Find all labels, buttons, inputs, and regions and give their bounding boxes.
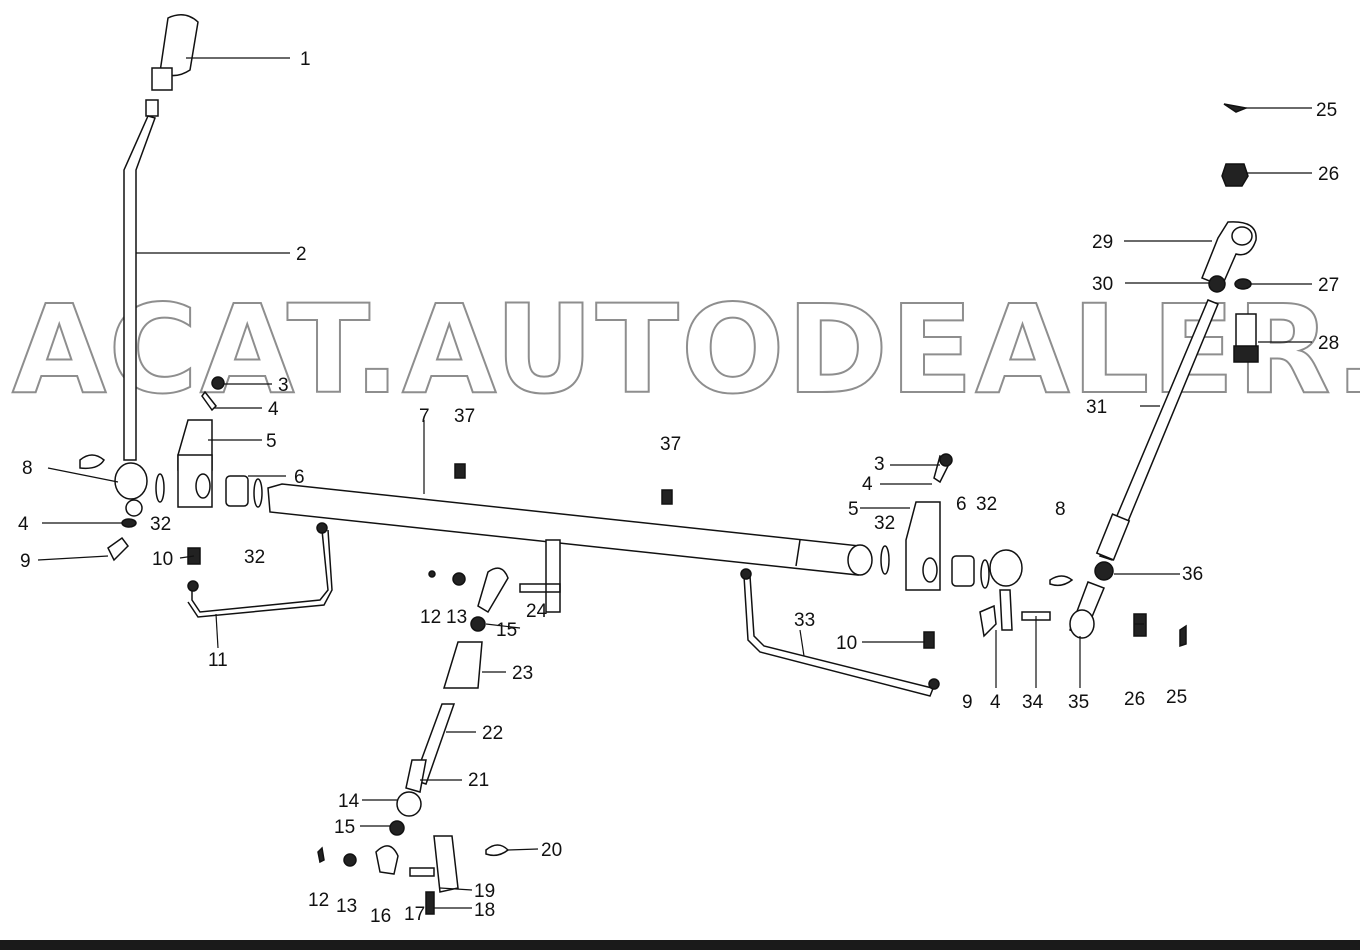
- part-bushing-left: [79, 454, 263, 565]
- callout-4: 4: [18, 514, 29, 535]
- part-center-linkage: [389, 539, 561, 836]
- callout-32: 32: [244, 547, 265, 568]
- callout-28: 28: [1318, 333, 1339, 354]
- callout-18: 18: [474, 900, 495, 921]
- callout-10: 10: [836, 633, 857, 654]
- callout-26: 26: [1124, 689, 1145, 710]
- callout-19: 19: [474, 881, 495, 902]
- callout-29: 29: [1092, 232, 1113, 253]
- part-bottom-linkage: [317, 835, 510, 915]
- callout-labels: 1 2 3 4 5 6 7 8 4 32 9 10 32 11 37 37 12…: [18, 49, 1339, 927]
- callout-36: 36: [1182, 564, 1203, 585]
- callout-8: 8: [22, 458, 33, 479]
- part-bracket-left: [177, 376, 225, 508]
- callout-13: 13: [446, 607, 467, 628]
- callout-12: 12: [420, 607, 441, 628]
- callout-10: 10: [152, 549, 173, 570]
- callout-35: 35: [1068, 692, 1089, 713]
- callout-3: 3: [874, 454, 885, 475]
- callout-12: 12: [308, 890, 329, 911]
- watermark-text: ACAT.AUTODEALER.RU: [12, 279, 1360, 421]
- part-bolt-37b: [661, 489, 673, 505]
- part-bolt-37a: [454, 463, 466, 479]
- callout-21: 21: [468, 770, 489, 791]
- callout-32: 32: [150, 514, 171, 535]
- callout-15: 15: [496, 620, 517, 641]
- callout-22: 22: [482, 723, 503, 744]
- callout-14: 14: [338, 791, 360, 812]
- bottom-bar: [0, 940, 1360, 950]
- part-lever: [114, 115, 156, 517]
- callout-37: 37: [454, 406, 475, 427]
- part-right-linkage: [1069, 561, 1187, 648]
- part-link-rod-left: [187, 522, 333, 618]
- callout-27: 27: [1318, 275, 1339, 296]
- callout-24: 24: [526, 601, 548, 622]
- callout-5: 5: [266, 431, 277, 452]
- callout-6: 6: [956, 494, 967, 515]
- callout-9: 9: [20, 551, 31, 572]
- callout-6: 6: [294, 467, 305, 488]
- callout-31: 31: [1086, 397, 1107, 418]
- callout-23: 23: [512, 663, 533, 684]
- callout-15: 15: [334, 817, 355, 838]
- callout-3: 3: [278, 375, 289, 396]
- part-knob: [145, 14, 199, 117]
- callout-34: 34: [1022, 692, 1044, 713]
- callout-2: 2: [296, 244, 307, 265]
- leader-lines: [37, 57, 1312, 909]
- callout-17: 17: [404, 904, 425, 925]
- callout-26: 26: [1318, 164, 1339, 185]
- callout-11: 11: [208, 650, 228, 671]
- part-upper-rod: [1095, 103, 1259, 561]
- callout-1: 1: [300, 49, 311, 70]
- callout-30: 30: [1092, 274, 1113, 295]
- callout-37: 37: [660, 434, 681, 455]
- callout-16: 16: [370, 906, 391, 927]
- callout-4: 4: [990, 692, 1001, 713]
- callout-5: 5: [848, 499, 859, 520]
- callout-32: 32: [976, 494, 997, 515]
- callout-4: 4: [268, 399, 279, 420]
- callout-7: 7: [419, 406, 430, 427]
- callout-25: 25: [1166, 687, 1187, 708]
- callout-13: 13: [336, 896, 357, 917]
- callout-33: 33: [794, 610, 815, 631]
- part-shaft: [267, 483, 873, 576]
- callout-8: 8: [1055, 499, 1066, 520]
- callout-25: 25: [1316, 100, 1337, 121]
- part-bracket-right: [740, 453, 1074, 697]
- callout-20: 20: [541, 840, 562, 861]
- callout-9: 9: [962, 692, 973, 713]
- callout-32: 32: [874, 513, 895, 534]
- callout-4: 4: [862, 474, 873, 495]
